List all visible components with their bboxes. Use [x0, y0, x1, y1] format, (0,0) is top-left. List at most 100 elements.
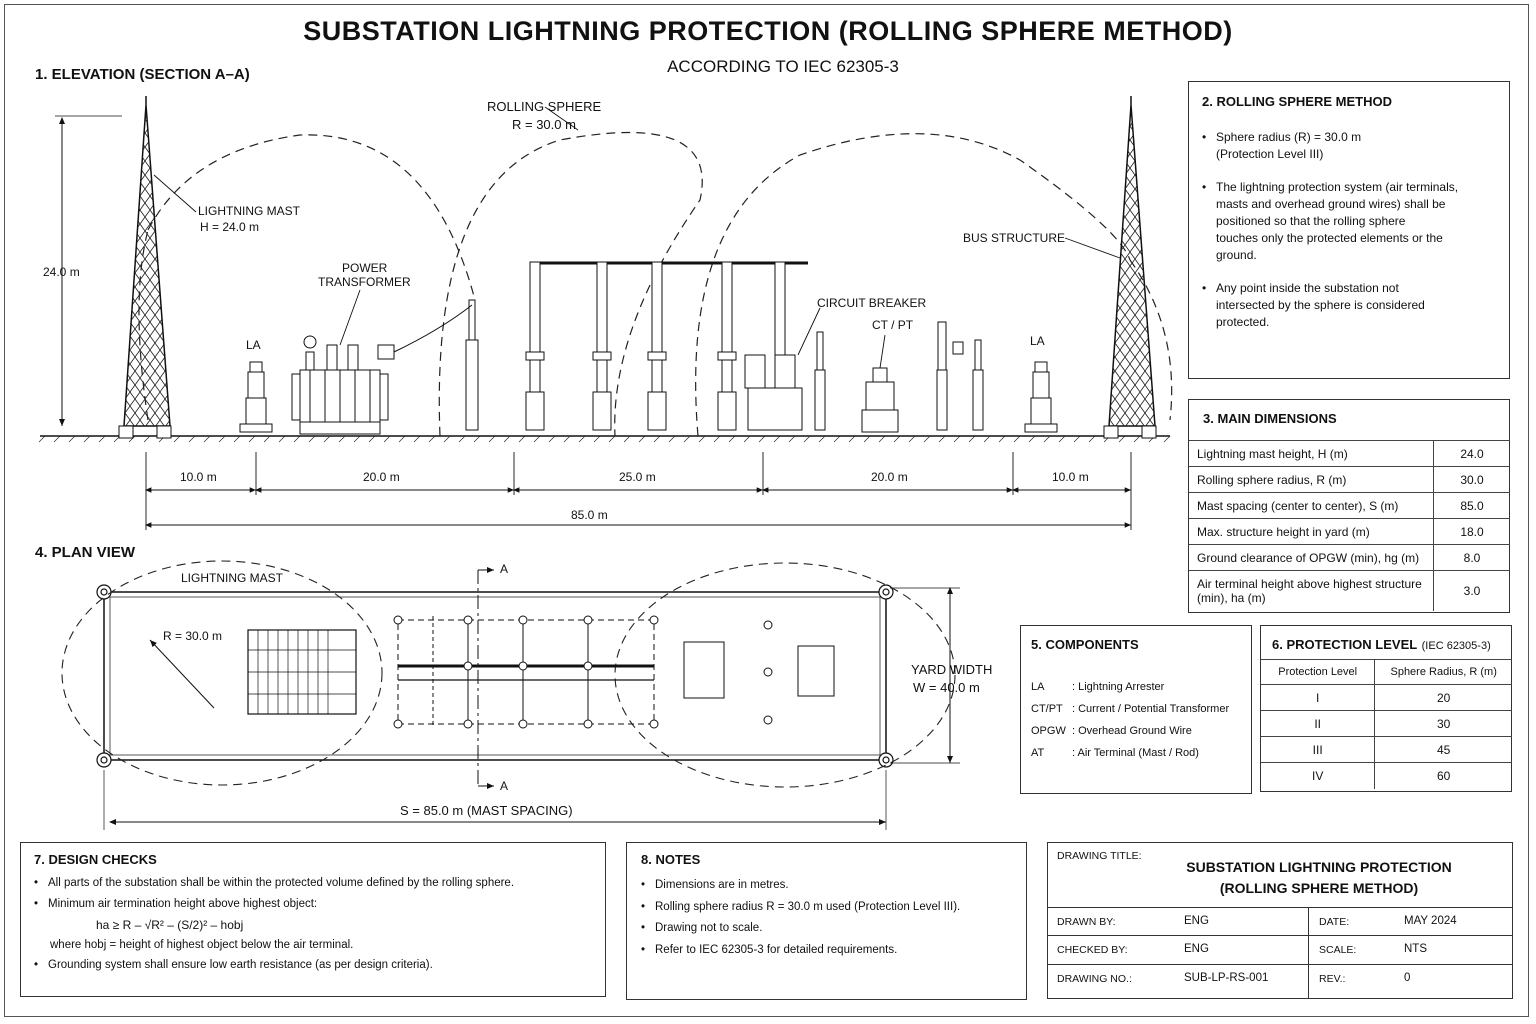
dim-3: 25.0 m	[619, 470, 656, 484]
dim-2: 20.0 m	[363, 470, 400, 484]
drawing-frame	[4, 4, 1529, 1017]
component-item: LA: Lightning Arrester	[1031, 681, 1165, 693]
protection-heading: 6. PROTECTION LEVEL	[1272, 637, 1418, 652]
rev-value: 0	[1404, 972, 1411, 984]
note-item: Dimensions are in metres.	[641, 875, 1012, 897]
plan-mast-label: LIGHTNING MAST	[181, 571, 284, 585]
note-item: Drawing not to scale.	[641, 918, 1012, 940]
lightning-mast-label: LIGHTNING MAST	[198, 204, 301, 218]
power-transformer	[291, 335, 395, 435]
mast-spacing-label: S = 85.0 m (MAST SPACING)	[400, 803, 573, 818]
protection-heading-note: (IEC 62305-3)	[1421, 640, 1491, 652]
method-bullet-1: Sphere radius (R) = 30.0 m(Protection Le…	[1202, 129, 1495, 163]
transformer-label: TRANSFORMER	[318, 275, 411, 289]
insulator-stand	[465, 299, 479, 431]
components-heading: 5. COMPONENTS	[1031, 637, 1139, 652]
mast-height-label: 24.0 m	[43, 265, 80, 279]
table-row: Mast spacing (center to center), S (m)85…	[1189, 492, 1510, 519]
method-bullet-2: The lightning protection system (air ter…	[1202, 179, 1495, 264]
design-checks-box: 7. DESIGN CHECKS All parts of the substa…	[20, 842, 606, 997]
rev-label: REV.:	[1319, 973, 1346, 985]
la-left-label: LA	[246, 338, 261, 352]
ct-pt	[861, 367, 899, 433]
section-a-bottom: A	[500, 779, 509, 793]
la-right-label: LA	[1030, 334, 1045, 348]
check-3: Grounding system shall ensure low earth …	[34, 955, 592, 975]
component-item: CT/PT: Current / Potential Transformer	[1031, 703, 1230, 715]
lightning-arrester-right	[1024, 361, 1058, 433]
checked-by-value: ENG	[1184, 943, 1209, 955]
dim-5: 10.0 m	[1052, 470, 1089, 484]
component-item: AT: Air Terminal (Mast / Rod)	[1031, 747, 1199, 759]
drawing-subtitle: ACCORDING TO IEC 62305-3	[667, 57, 899, 76]
table-row: Air terminal height above highest struct…	[1189, 570, 1510, 611]
check-formula: ha ≥ R – √R² – (S/2)² – hobj	[96, 918, 244, 932]
dim-1: 10.0 m	[180, 470, 217, 484]
rolling-sphere-label: ROLLING SPHERE	[487, 99, 602, 114]
circuit-breaker-label: CIRCUIT BREAKER	[817, 296, 927, 310]
component-item: OPGW: Overhead Ground Wire	[1031, 725, 1192, 737]
notes-heading: 8. NOTES	[641, 852, 701, 867]
checks-heading: 7. DESIGN CHECKS	[34, 852, 157, 867]
scale-label: SCALE:	[1319, 944, 1357, 956]
method-bullet-3: Any point inside the substation notinter…	[1202, 280, 1495, 331]
method-heading: 2. ROLLING SPHERE METHOD	[1202, 94, 1392, 109]
drawing-no-value: SUB-LP-RS-001	[1184, 972, 1269, 984]
table-row: Rolling sphere radius, R (m)30.0	[1189, 466, 1510, 493]
drawing-title-label: DRAWING TITLE:	[1057, 850, 1142, 862]
components-box: 5. COMPONENTS LA: Lightning Arrester CT/…	[1020, 625, 1252, 794]
scale-value: NTS	[1404, 943, 1427, 955]
checked-by-label: CHECKED BY:	[1057, 944, 1128, 956]
drawn-by-label: DRAWN BY:	[1057, 916, 1116, 928]
bus-structure-label: BUS STRUCTURE	[963, 231, 1066, 245]
plan-radius-label: R = 30.0 m	[163, 629, 223, 643]
plan-drawing	[61, 560, 960, 830]
sphere-radius-label: R = 30.0 m	[512, 117, 576, 132]
title-block: DRAWING TITLE: SUBSTATION LIGHTNING PROT…	[1047, 842, 1513, 999]
drawing-title: SUBSTATION LIGHTNING PROTECTION (ROLLING…	[303, 16, 1233, 46]
note-item: Rolling sphere radius R = 30.0 m used (P…	[641, 897, 1012, 919]
dimensions-table: Lightning mast height, H (m)24.0 Rolling…	[1189, 440, 1510, 611]
sphere-right	[695, 133, 1131, 437]
protection-level-box: 6. PROTECTION LEVEL (IEC 62305-3) Protec…	[1260, 625, 1512, 792]
table-row: Ground clearance of OPGW (min), hg (m)8.…	[1189, 544, 1510, 571]
dimensions-heading: 3. MAIN DIMENSIONS	[1203, 411, 1337, 426]
dim-total: 85.0 m	[571, 508, 608, 522]
drawn-by-value: ENG	[1184, 915, 1209, 927]
sphere-left	[147, 134, 476, 301]
lightning-arrester-left	[239, 361, 273, 433]
section-a-top: A	[500, 562, 509, 576]
rolling-sphere-method-box: 2. ROLLING SPHERE METHOD Sphere radius (…	[1188, 81, 1510, 379]
dim-4: 20.0 m	[871, 470, 908, 484]
check-where: where hobj = height of highest object be…	[50, 939, 354, 951]
yard-width-value: W = 40.0 m	[913, 680, 980, 695]
yard-width-label: YARD WIDTH	[911, 662, 993, 677]
note-item: Refer to IEC 62305-3 for detailed requir…	[641, 940, 1012, 962]
table-row: Max. structure height in yard (m)18.0	[1189, 518, 1510, 545]
plan-heading: 4. PLAN VIEW	[35, 544, 136, 561]
lightning-mast-left	[118, 96, 172, 439]
power-label: POWER	[342, 261, 388, 275]
table-row: Lightning mast height, H (m)24.0	[1189, 440, 1510, 467]
drawing-no-label: DRAWING NO.:	[1057, 973, 1132, 985]
date-label: DATE:	[1319, 916, 1350, 928]
circuit-breaker	[744, 331, 826, 431]
sphere-center	[438, 131, 703, 437]
ct-pt-label: CT / PT	[872, 318, 914, 332]
date-value: MAY 2024	[1404, 915, 1457, 927]
mast-h-label: H = 24.0 m	[200, 220, 260, 234]
check-2: Minimum air termination height above hig…	[34, 894, 592, 915]
lightning-mast-right	[1103, 96, 1157, 439]
disconnector	[936, 321, 984, 431]
notes-box: 8. NOTES Dimensions are in metres. Rolli…	[626, 842, 1027, 1000]
title-block-title: SUBSTATION LIGHTNING PROTECTION(ROLLING …	[1186, 859, 1452, 896]
main-dimensions-box: 3. MAIN DIMENSIONS Lightning mast height…	[1188, 399, 1510, 613]
bus-structure	[525, 261, 808, 431]
